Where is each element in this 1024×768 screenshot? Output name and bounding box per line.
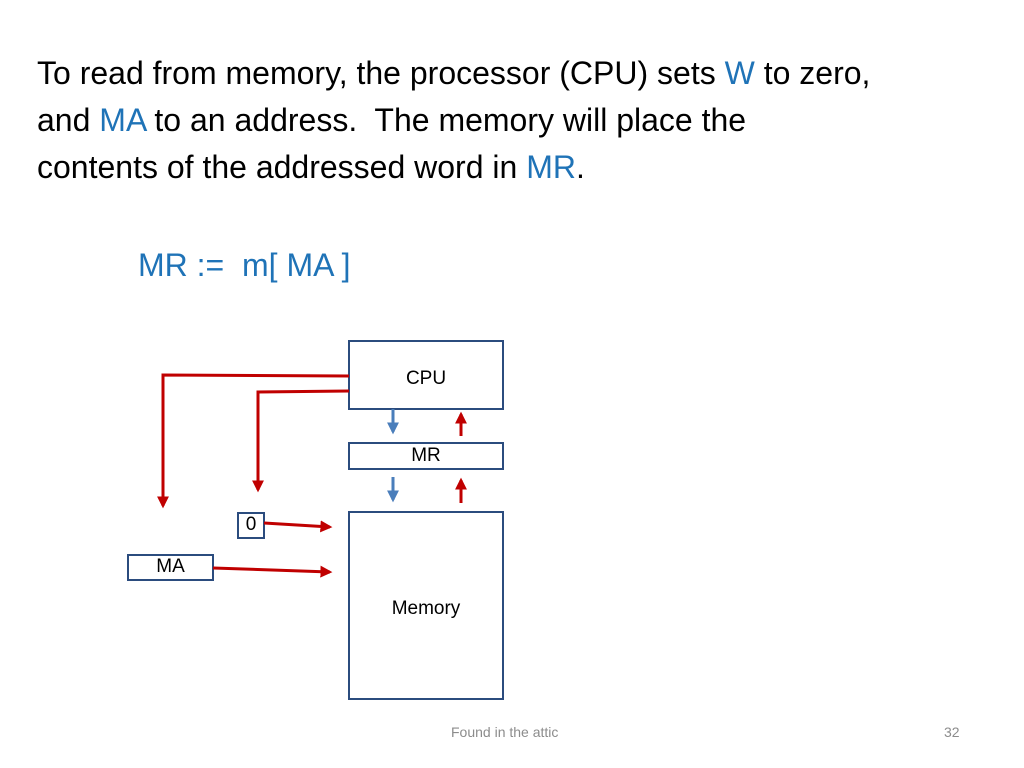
mr-term: MR — [526, 149, 576, 185]
ma-control-line — [157, 373, 350, 509]
mr-label: MR — [411, 445, 441, 466]
cpu-box — [348, 340, 504, 410]
zero-to-memory-arrow — [263, 520, 333, 533]
w-control-line — [252, 389, 350, 493]
memory-label: Memory — [391, 598, 461, 619]
paragraph-line-1: To read from memory, the processor (CPU)… — [37, 55, 871, 91]
ma-term: MA — [99, 102, 146, 138]
cpu-label: CPU — [405, 368, 447, 389]
description-paragraph: To read from memory, the processor (CPU)… — [37, 50, 997, 191]
ma-label: MA — [156, 556, 185, 577]
zero-box — [237, 512, 265, 539]
read-formula: MR := m[ MA ] — [138, 247, 351, 283]
zero-label: 0 — [245, 514, 257, 535]
paragraph-line-3: contents of the addressed word in MR. — [37, 149, 585, 185]
w-term: W — [724, 55, 755, 91]
ma-box — [127, 554, 214, 581]
paragraph-line-2: and MA to an address. The memory will pl… — [37, 102, 747, 138]
memory-box — [348, 511, 504, 700]
page-number: 32 — [944, 724, 960, 740]
ma-to-memory-arrow — [212, 565, 333, 578]
footer-text: Found in the attic — [451, 724, 559, 740]
mr-box — [348, 442, 504, 470]
